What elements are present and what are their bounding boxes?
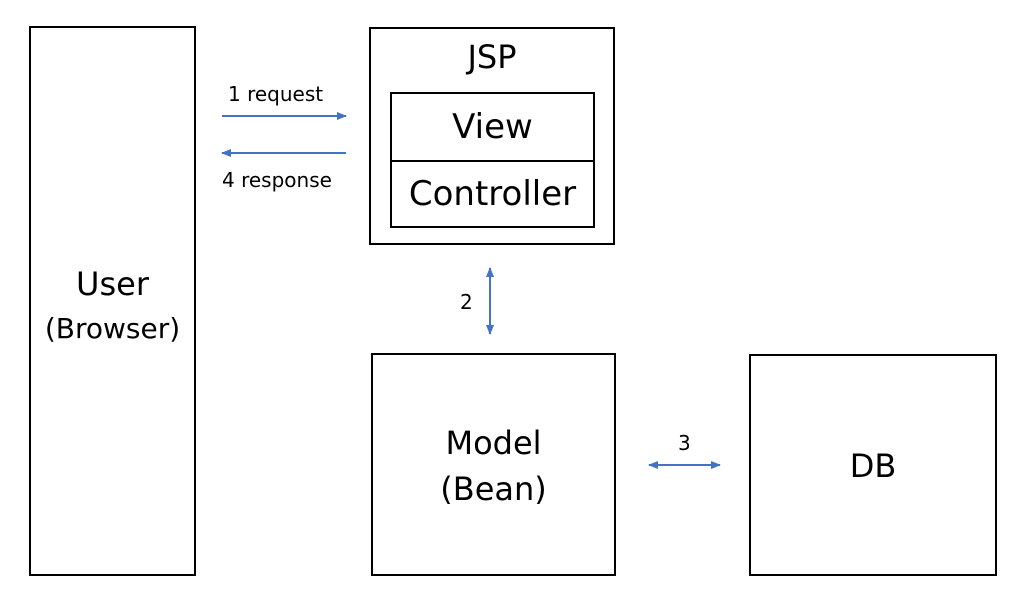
user-title: User (76, 265, 149, 303)
view-cell: View (392, 94, 593, 162)
controller-cell: Controller (392, 161, 593, 227)
model-bean-box: Model (Bean) (371, 353, 616, 576)
model-title: Model (445, 424, 542, 462)
db-box: DB (749, 354, 997, 576)
user-subtitle: (Browser) (44, 312, 181, 345)
model-subtitle: (Bean) (440, 470, 547, 508)
controller-label: Controller (408, 174, 577, 214)
jsp-title: JSP (467, 38, 517, 76)
view-label: View (452, 107, 533, 147)
jsp-inner-box: View Controller (390, 92, 595, 228)
step3-label: 3 (678, 431, 691, 455)
request-label: 1 request (228, 82, 324, 106)
user-browser-box: User (Browser) (29, 26, 196, 576)
step2-label: 2 (460, 290, 473, 314)
db-title: DB (849, 447, 897, 485)
response-label: 4 response (222, 168, 332, 192)
